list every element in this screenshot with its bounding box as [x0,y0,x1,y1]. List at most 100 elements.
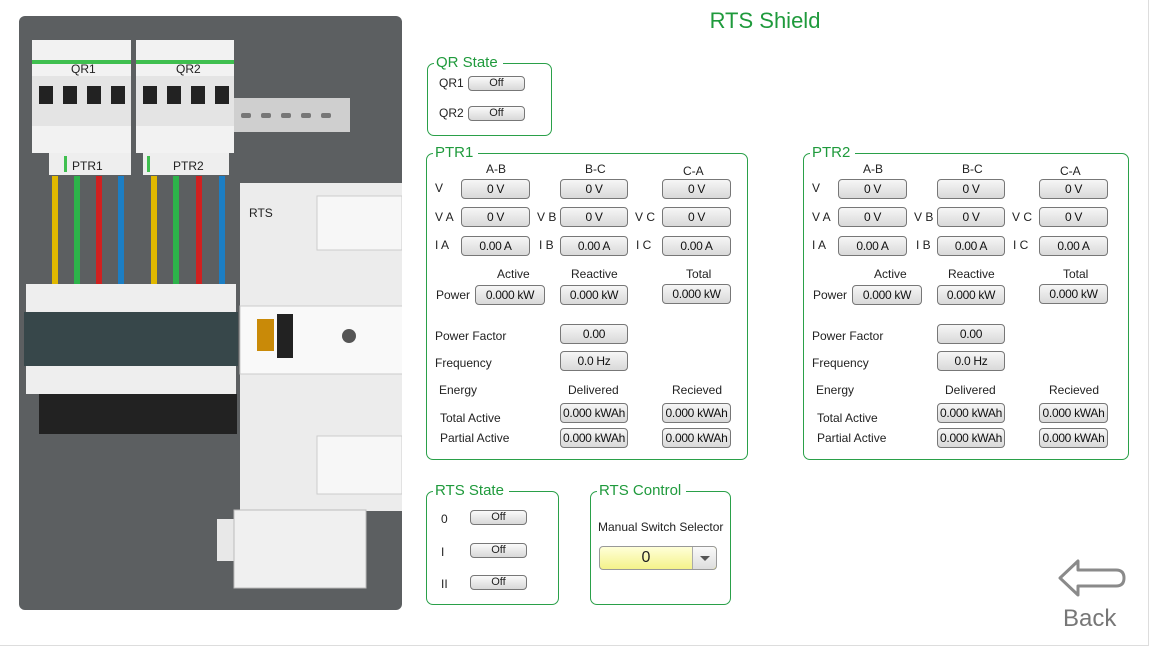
vb-label: V B [537,210,557,224]
rts-control-legend: RTS Control [597,482,687,500]
rts-state-ii-label: II [441,577,448,591]
manual-switch-selector-value: 0 [641,549,651,566]
ib-label: I B [916,238,931,252]
back-button[interactable]: Back [1052,555,1132,635]
rts-control-group: RTS Control [590,482,731,605]
manual-switch-selector-label: Manual Switch Selector [598,520,724,534]
vp-value: 0 V [937,207,1005,227]
col-header-bc: B-C [585,162,606,176]
back-arrow-icon [1058,559,1126,597]
ptr2-legend: PTR2 [810,144,856,162]
voltage-ll-label: V [435,181,444,195]
chevron-down-icon[interactable] [692,547,716,569]
vp-value: 0 V [560,207,628,227]
power-reactive-value: 0.000 kW [560,285,628,305]
page-title: RTS Shield [709,8,821,33]
qr-state-group: QR State [427,54,552,136]
back-label: Back [1063,605,1117,632]
power-total-value: 0.000 kW [1039,284,1108,304]
vp-value: 0 V [838,207,907,227]
total-active-received-value: 0.000 kWAh [662,403,731,423]
v-value: 0 V [937,179,1005,199]
voltage-ll-label: V [812,181,821,195]
energy-label: Energy [816,383,855,397]
rts-state-i-button[interactable]: Off [470,543,527,558]
power-reactive-value: 0.000 kW [937,285,1005,305]
power-total-value: 0.000 kW [662,284,731,304]
total-active-delivered-value: 0.000 kWAh [937,403,1005,423]
col-header-ab: A-B [863,162,884,176]
ic-label: I C [1013,238,1029,252]
vp-value: 0 V [461,207,530,227]
total-active-label: Total Active [440,411,501,425]
ptr2-illustration-label: PTR2 [173,159,204,173]
ptr1-legend: PTR1 [433,144,479,162]
va-label: V A [435,210,454,224]
i-value: 0.00 A [1039,236,1108,256]
frequency-label: Frequency [812,356,869,370]
qr1-illustration-label: QR1 [71,62,96,76]
i-value: 0.00 A [560,236,628,256]
partial-active-delivered-value: 0.000 kWAh [560,428,628,448]
rts-state-ii-button[interactable]: Off [470,575,527,590]
col-header-ab: A-B [486,162,507,176]
frequency-value: 0.0 Hz [560,351,628,371]
partial-active-received-value: 0.000 kWAh [662,428,731,448]
ptr2-group: PTR2 [803,144,1129,460]
rts-panel-illustration: QR1 QR2 PTR1 PTR2 RTS [19,16,411,610]
ic-label: I C [636,238,652,252]
total-active-received-value: 0.000 kWAh [1039,403,1108,423]
energy-delivered-header: Delivered [945,383,996,397]
total-active-label: Total Active [817,411,878,425]
rts-state-legend: RTS State [433,482,509,500]
power-factor-label: Power Factor [435,329,507,343]
rts-state-i-label: I [441,545,445,559]
col-header-bc: B-C [962,162,983,176]
rts-state-0-label: 0 [441,512,448,526]
energy-delivered-header: Delivered [568,383,619,397]
panel-drawing [24,40,411,589]
i-value: 0.00 A [461,236,530,256]
manual-switch-selector[interactable]: 0 [599,546,717,570]
power-label: Power [436,288,471,302]
vc-label: V C [635,210,656,224]
power-active-value: 0.000 kW [852,285,922,305]
col-header-ca: C-A [683,164,704,178]
power-factor-value: 0.00 [937,324,1005,344]
qr2-label: QR2 [439,106,464,120]
power-factor-value: 0.00 [560,324,628,344]
v-value: 0 V [662,179,731,199]
v-value: 0 V [461,179,530,199]
power-active-header: Active [497,267,530,281]
power-reactive-header: Reactive [571,267,618,281]
vc-label: V C [1012,210,1033,224]
ib-label: I B [539,238,554,252]
power-factor-label: Power Factor [812,329,884,343]
vb-label: V B [914,210,934,224]
v-value: 0 V [838,179,907,199]
v-value: 0 V [1039,179,1108,199]
i-value: 0.00 A [838,236,907,256]
power-active-value: 0.000 kW [475,285,545,305]
power-active-header: Active [874,267,907,281]
qr1-label: QR1 [439,76,464,90]
energy-label: Energy [439,383,478,397]
rts-state-group: RTS State [426,482,559,605]
power-label: Power [813,288,848,302]
qr1-state-button[interactable]: Off [468,76,525,91]
ia-label: I A [435,238,450,252]
partial-active-label: Partial Active [440,431,510,445]
ptr1-illustration-label: PTR1 [72,159,103,173]
va-label: V A [812,210,831,224]
qr2-state-button[interactable]: Off [468,106,525,121]
energy-received-header: Recieved [1049,383,1100,397]
v-value: 0 V [560,179,628,199]
col-header-ca: C-A [1060,164,1081,178]
energy-received-header: Recieved [672,383,723,397]
frequency-label: Frequency [435,356,492,370]
rts-state-0-button[interactable]: Off [470,510,527,525]
vp-value: 0 V [662,207,731,227]
power-total-header: Total [686,267,712,281]
frequency-value: 0.0 Hz [937,351,1005,371]
i-value: 0.00 A [662,236,731,256]
